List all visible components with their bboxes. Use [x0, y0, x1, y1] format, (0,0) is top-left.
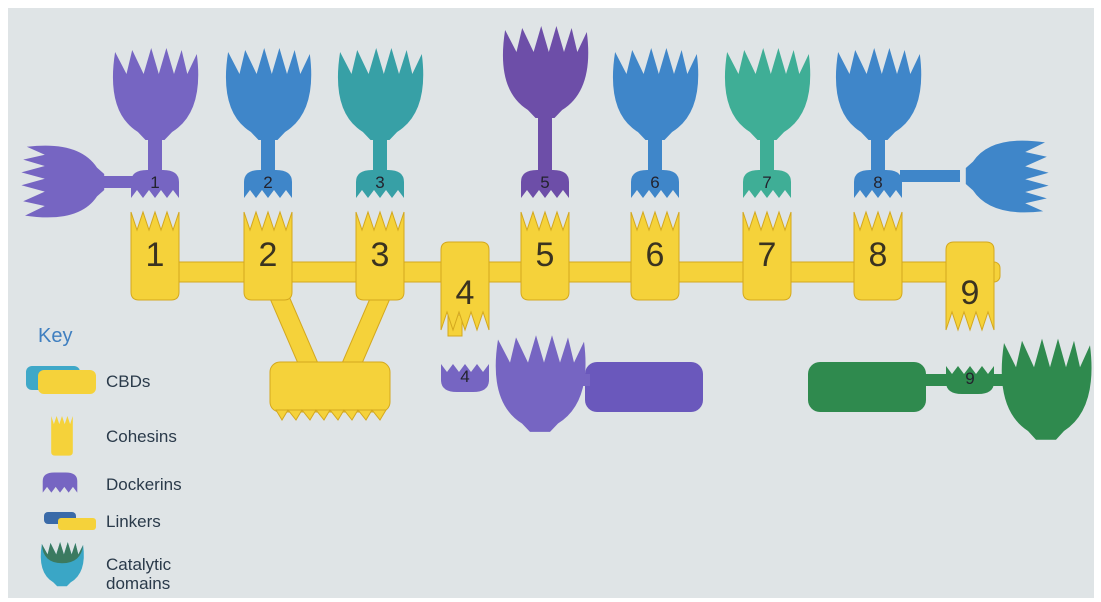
- dockerin-6-label: 6: [650, 173, 659, 192]
- cohesin-2-label: 2: [259, 236, 278, 274]
- cohesin-1-label: 1: [146, 236, 165, 274]
- cohesin-8-label: 8: [869, 236, 888, 274]
- dockerin-1-label: 1: [150, 173, 159, 192]
- legend-label-linkers: Linkers: [106, 512, 161, 531]
- enzyme-8-side-linker: [900, 170, 960, 182]
- dockerin-9-label: 9: [965, 369, 974, 388]
- cohesin-3-label: 3: [371, 236, 390, 274]
- legend-label-cohesins: Cohesins: [106, 427, 177, 446]
- dockerin-2-label: 2: [263, 173, 272, 192]
- cbd-icon: [26, 366, 96, 394]
- dockerin-8-label: 8: [873, 173, 882, 192]
- legend-title: Key: [38, 325, 72, 347]
- enzyme-4-cbd: [585, 362, 703, 412]
- dockerin-7-label: 7: [762, 173, 771, 192]
- legend-label-catalytic: Catalytic: [106, 555, 172, 574]
- cohesin-6-label: 6: [646, 236, 665, 274]
- cohesin-9-label: 9: [961, 274, 980, 312]
- cohesin-4-label: 4: [456, 274, 475, 312]
- dockerin-3-label: 3: [375, 173, 384, 192]
- legend-label-domains: domains: [106, 574, 170, 593]
- dockerin-5-label: 5: [540, 173, 549, 192]
- cohesin-5-label: 5: [536, 236, 555, 274]
- dockerin-4-label: 4: [460, 367, 469, 386]
- cbd-block: [270, 362, 390, 420]
- cohesin-7-label: 7: [758, 236, 777, 274]
- enzyme-9-linker-left: [920, 374, 956, 386]
- legend-label-dockerins: Dockerins: [106, 475, 182, 494]
- legend-label-cbds: CBDs: [106, 372, 150, 391]
- enzyme-9-cbd: [808, 362, 926, 412]
